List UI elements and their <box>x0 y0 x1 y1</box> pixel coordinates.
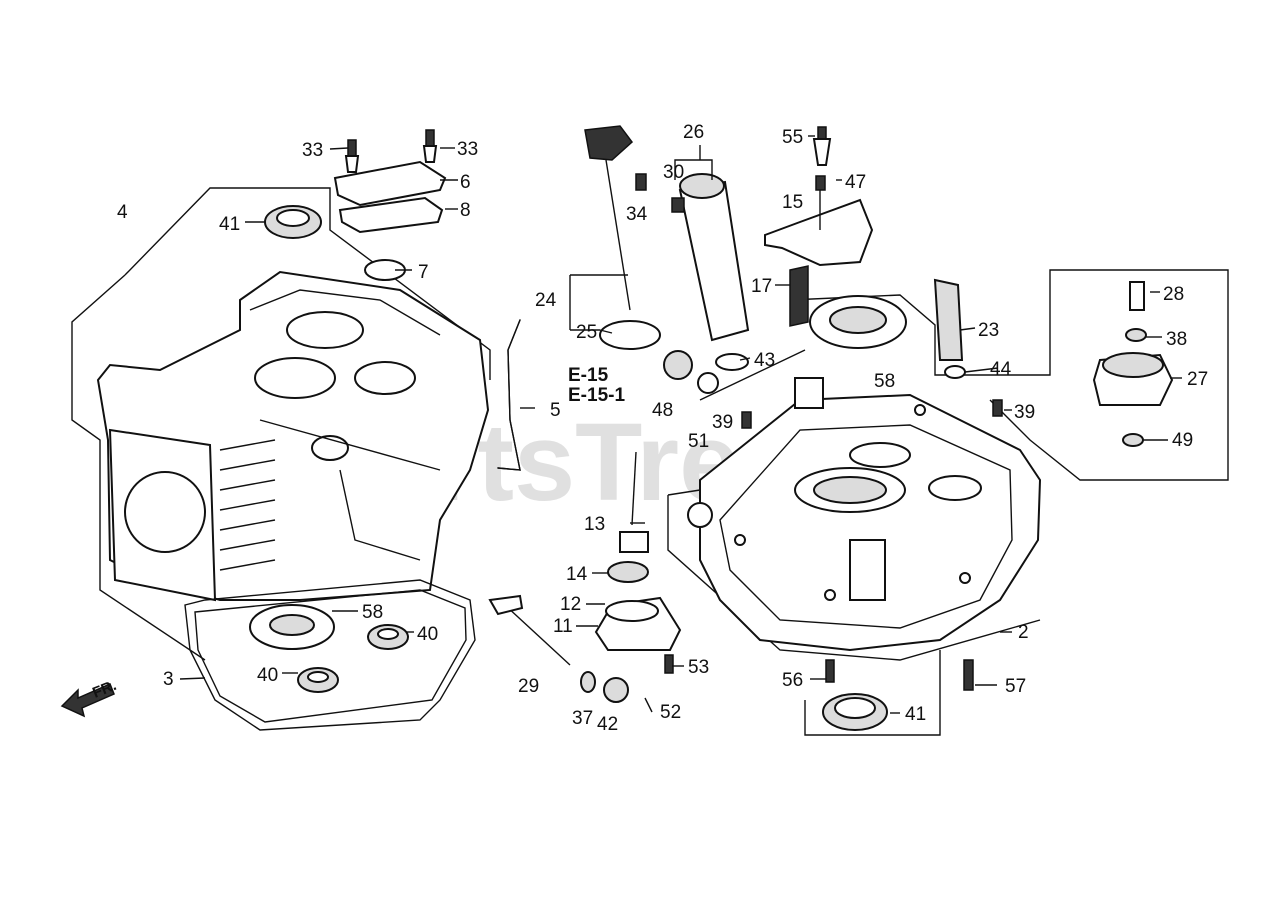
callout-40-upper: 40 <box>417 624 438 645</box>
callout-41-bottom: 41 <box>905 704 926 725</box>
callout-58-left: 58 <box>362 602 383 623</box>
oil-filler-group <box>488 125 750 713</box>
crankcase-cover-group <box>667 126 1229 736</box>
callout-47: 47 <box>845 172 866 193</box>
direction-label: FR. <box>90 677 119 702</box>
callout-48: 48 <box>652 400 673 421</box>
callout-53: 53 <box>688 657 709 678</box>
callout-14: 14 <box>566 564 588 585</box>
callout-42: 42 <box>597 714 618 735</box>
callout-15: 15 <box>782 192 803 213</box>
callout-25: 25 <box>576 322 597 343</box>
callout-17: 17 <box>751 276 772 297</box>
callout-40-lower: 40 <box>257 665 278 686</box>
callout-26: 26 <box>683 122 704 143</box>
callout-37: 37 <box>572 708 593 729</box>
callout-5: 5 <box>550 400 561 421</box>
callout-7: 7 <box>418 262 429 283</box>
callout-28: 28 <box>1163 284 1184 305</box>
callout-43: 43 <box>754 350 775 371</box>
callout-44: 44 <box>990 359 1012 380</box>
callout-52: 52 <box>660 702 681 723</box>
callout-41-top: 41 <box>219 214 240 235</box>
callout-13: 13 <box>584 514 605 535</box>
reference-e15: E-15 <box>568 365 609 386</box>
callout-33-left: 33 <box>302 140 323 161</box>
reference-e15-1: E-15-1 <box>568 385 625 406</box>
callout-12: 12 <box>560 594 581 615</box>
callout-56: 56 <box>782 670 803 691</box>
callout-27: 27 <box>1187 369 1208 390</box>
callout-29: 29 <box>518 676 539 697</box>
callout-24: 24 <box>535 290 557 311</box>
callout-30: 30 <box>663 162 684 183</box>
callout-38: 38 <box>1166 329 1187 350</box>
callout-39-right: 39 <box>1014 402 1035 423</box>
callout-2: 2 <box>1018 622 1029 643</box>
reference-labels: E-15 E-15-1 <box>568 365 625 406</box>
callout-8: 8 <box>460 200 471 221</box>
callout-39-center: 39 <box>712 412 733 433</box>
callout-57: 57 <box>1005 676 1026 697</box>
callout-leader-lines <box>179 135 1182 714</box>
callout-11: 11 <box>553 616 573 637</box>
callout-4: 4 <box>117 202 128 223</box>
callout-49: 49 <box>1172 430 1193 451</box>
callout-3: 3 <box>163 669 174 690</box>
callout-34: 34 <box>626 204 648 225</box>
callout-51: 51 <box>688 431 709 452</box>
callout-labels: 2 3 4 5 6 7 8 11 12 13 14 15 17 23 24 25… <box>117 122 1208 735</box>
callout-58-right: 58 <box>874 371 895 392</box>
callout-33-right: 33 <box>457 139 478 160</box>
callout-55: 55 <box>782 127 803 148</box>
callout-6: 6 <box>460 172 471 193</box>
cylinder-block-group: FR. <box>60 129 521 731</box>
callout-23: 23 <box>978 320 999 341</box>
